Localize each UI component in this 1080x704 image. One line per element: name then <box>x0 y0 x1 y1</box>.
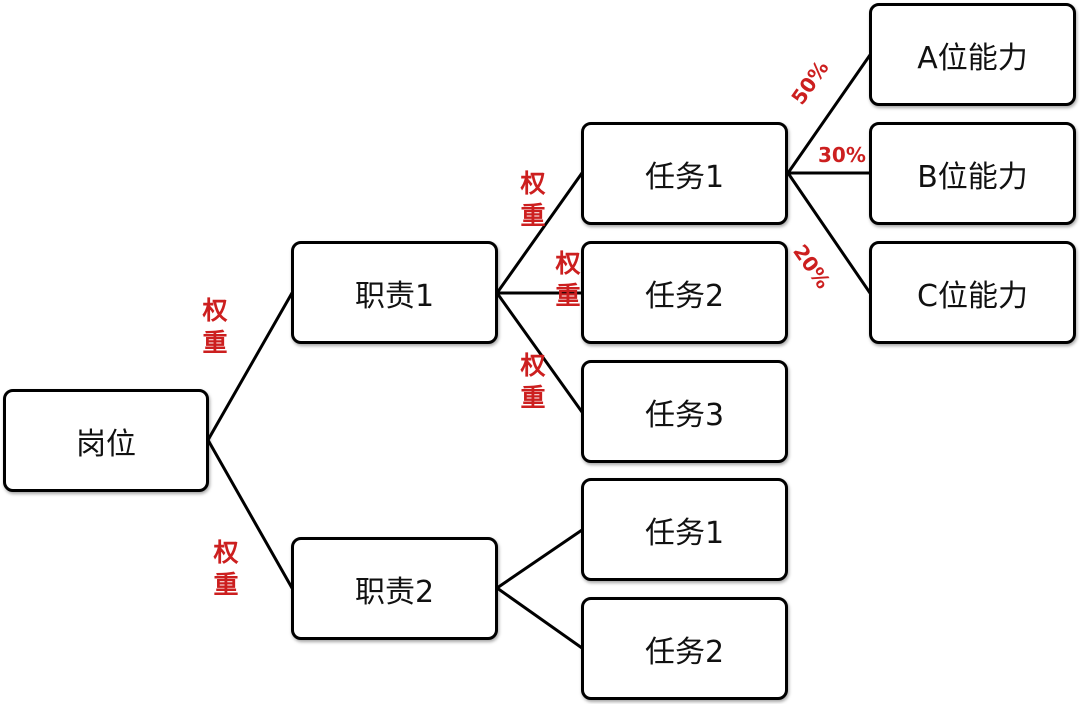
weight-label-duty1-task1: 权重 <box>520 169 546 230</box>
weight-label-duty1-task3: 权重 <box>520 351 546 412</box>
root-node-label: 岗位 <box>76 426 136 462</box>
percent-label-ability-b: 30% <box>818 143 866 167</box>
ability-node-a: A位能力 <box>869 3 1076 106</box>
task-node-1: 任务1 <box>581 122 788 225</box>
weight-label-duty1-task2: 权重 <box>555 249 581 310</box>
ability-node-b: B位能力 <box>869 122 1076 225</box>
task-node-3: 任务3 <box>581 360 788 463</box>
connector-task1-ability-c <box>786 171 872 295</box>
connector-root-duty2 <box>206 438 294 590</box>
task-node-label: 任务2 <box>644 278 725 314</box>
ability-node-label: A位能力 <box>917 40 1028 76</box>
duty-node-label: 职责2 <box>354 574 435 610</box>
ability-node-c: C位能力 <box>869 241 1076 344</box>
task-node-label: 任务1 <box>644 159 725 195</box>
duty-node-label: 职责1 <box>354 278 435 314</box>
connector-duty1-task3 <box>495 291 584 414</box>
ability-node-label: C位能力 <box>917 278 1028 314</box>
connector-task1-ability-a <box>786 53 872 175</box>
root-node: 岗位 <box>3 389 209 492</box>
connector-duty1-task1 <box>495 171 584 295</box>
ability-node-label: B位能力 <box>917 159 1028 195</box>
connector-root-duty1 <box>206 291 294 442</box>
task-node-4: 任务1 <box>581 478 788 581</box>
task-node-2: 任务2 <box>581 241 788 344</box>
connector-duty2-task1 <box>495 528 584 590</box>
task-node-label: 任务3 <box>644 397 725 433</box>
weight-label-root-duty1: 权重 <box>202 296 228 357</box>
task-node-5: 任务2 <box>581 597 788 700</box>
task-node-label: 任务1 <box>644 515 725 551</box>
task-node-label: 任务2 <box>644 634 725 670</box>
weight-label-root-duty2: 权重 <box>213 538 239 599</box>
connector-duty2-task2 <box>495 586 584 650</box>
duty-node-2: 职责2 <box>291 537 498 640</box>
duty-node-1: 职责1 <box>291 241 498 344</box>
